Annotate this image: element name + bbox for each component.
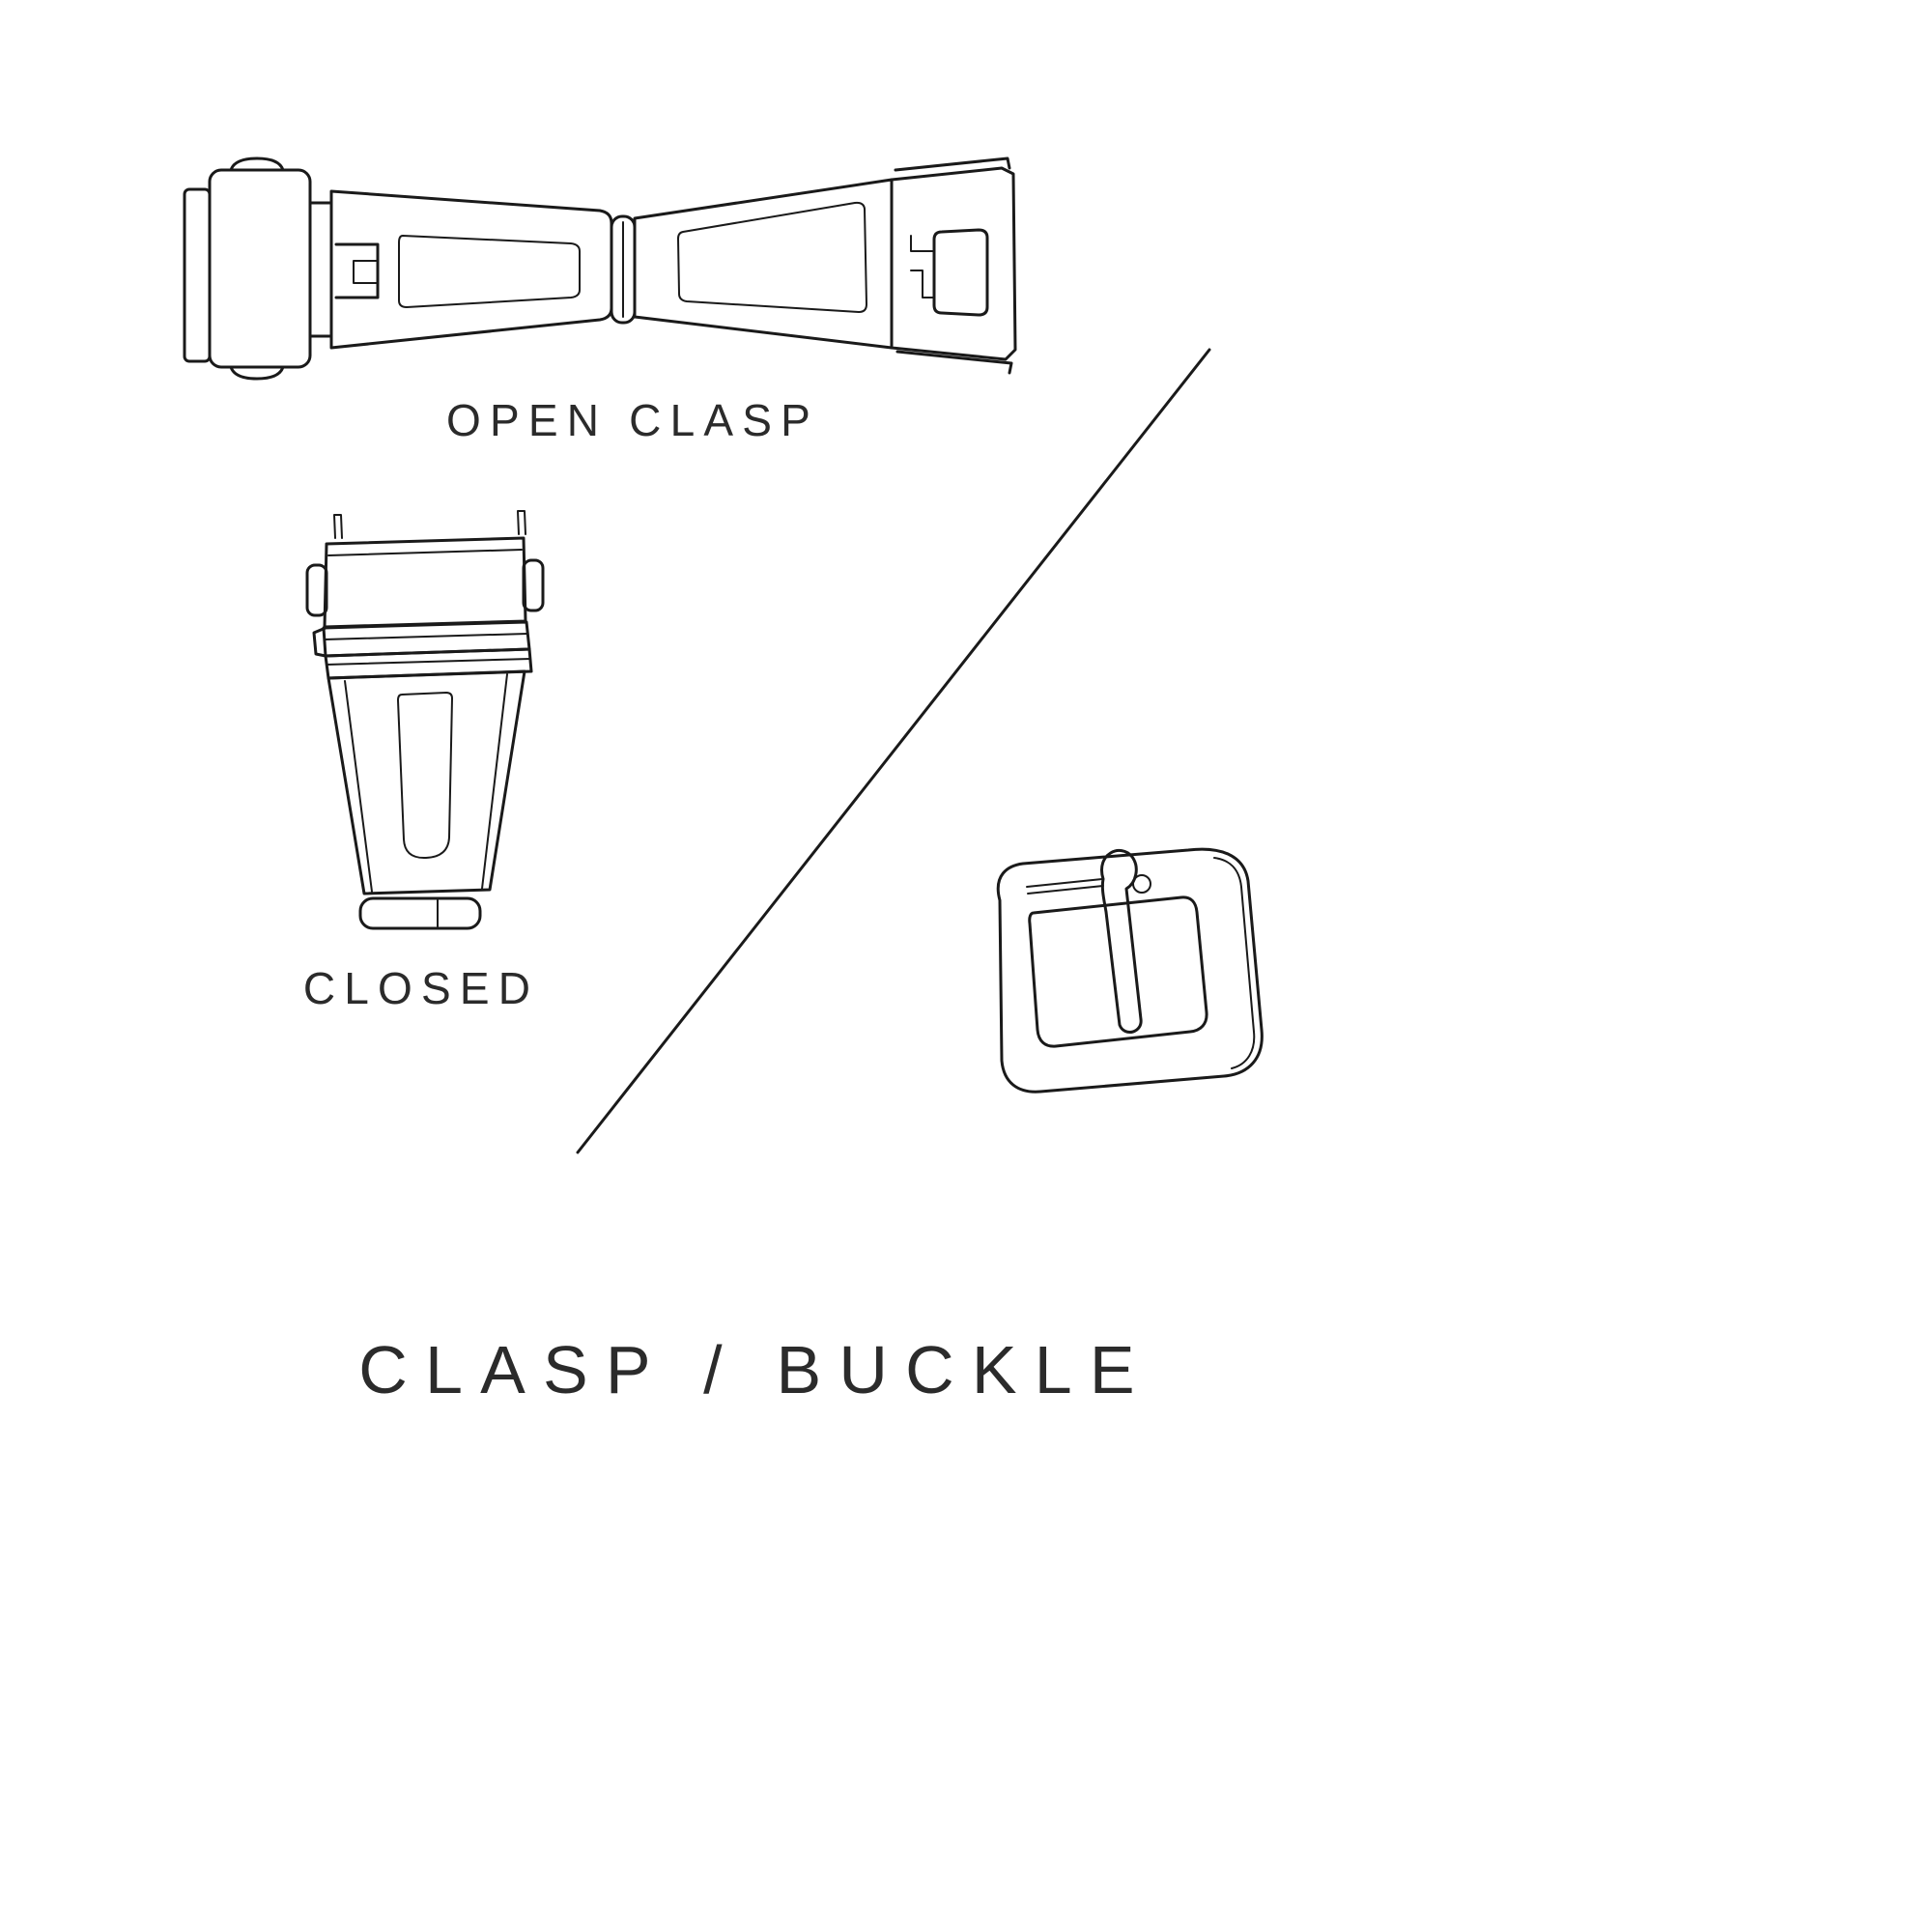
open-clasp-drawing-icon (183, 156, 1017, 381)
open-clasp-label: OPEN CLASP (446, 395, 819, 445)
closed-clasp-drawing-icon (305, 510, 545, 930)
tang-buckle-drawing-icon (996, 847, 1264, 1094)
tang-buckle-illustration (961, 840, 1290, 1111)
diagonal-divider (570, 343, 1217, 1159)
closed-clasp-label: CLOSED (302, 963, 540, 1013)
divider-line-icon (576, 348, 1211, 1154)
open-clasp-illustration (179, 143, 1019, 384)
page-title: CLASP / BUCKLE (358, 1332, 1152, 1407)
closed-clasp-illustration (304, 509, 546, 934)
